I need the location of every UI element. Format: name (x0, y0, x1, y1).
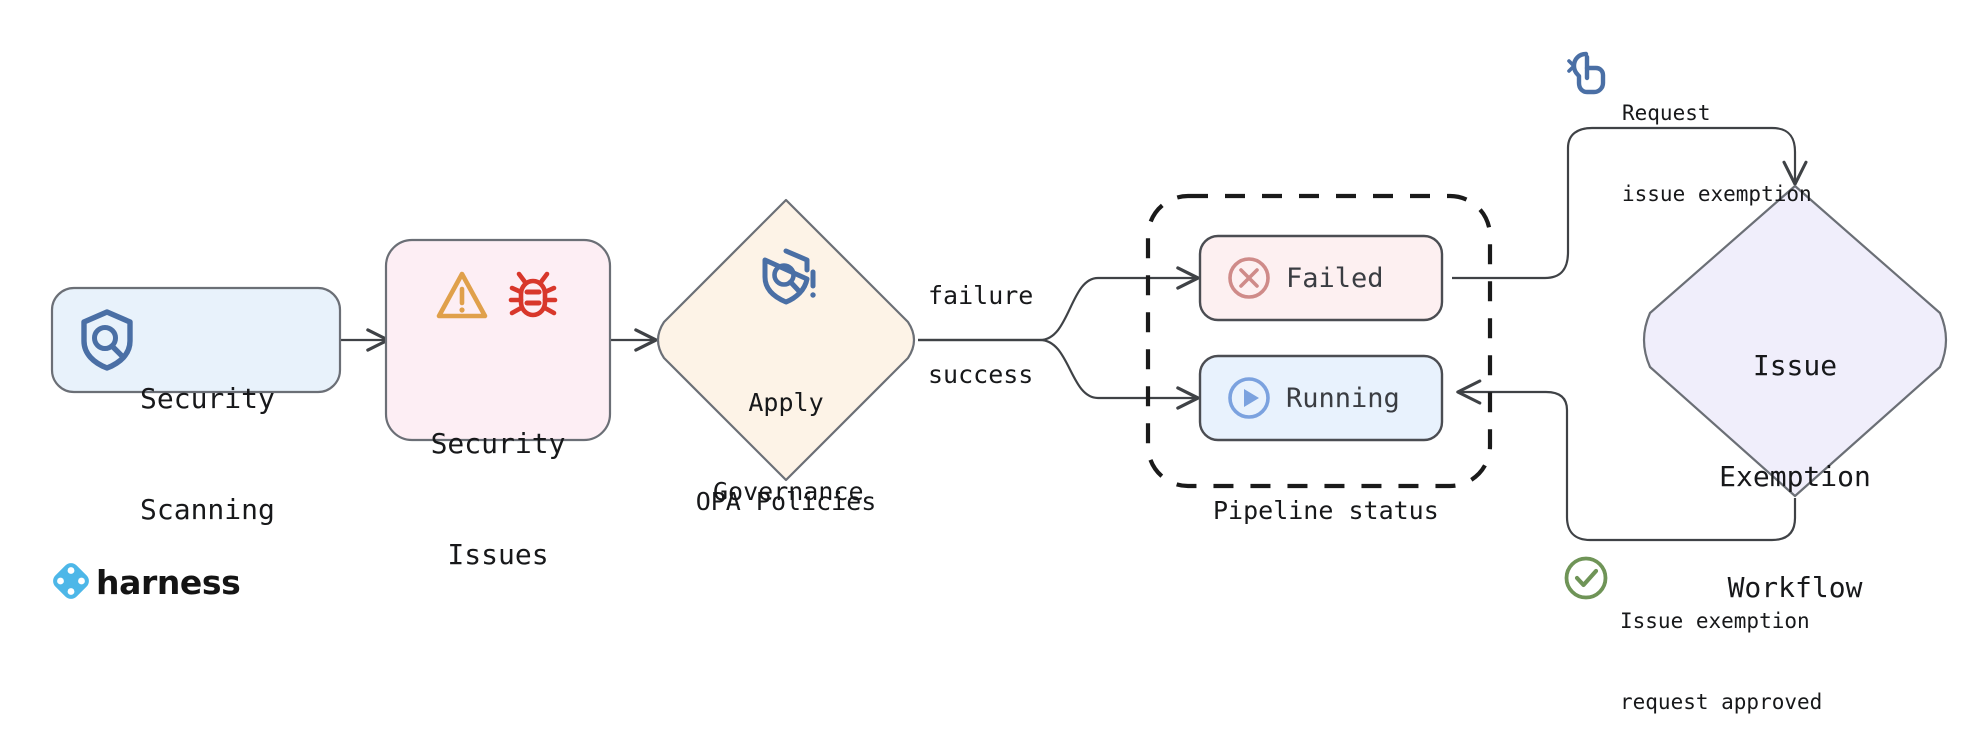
harness-logo-icon (53, 563, 89, 599)
edge-exemption-to-running (1456, 379, 1797, 542)
annotation-issue-exemption-approved-line1: Issue exemption (1620, 608, 1810, 633)
shield-search-icon (81, 309, 133, 371)
annotation-issue-exemption-approved: Issue exemption request approved (1620, 553, 1822, 744)
node-failed[interactable] (1198, 234, 1444, 322)
edge-opa-to-running (918, 338, 1200, 410)
bug-icon (508, 271, 558, 318)
node-running[interactable] (1198, 354, 1444, 442)
node-issue-exemption-workflow[interactable] (1642, 184, 1948, 498)
edges-layer (340, 126, 1808, 542)
node-security-scanning[interactable] (50, 286, 342, 394)
annotation-issue-exemption-approved-line2: request approved (1620, 690, 1823, 715)
edge-failed-to-exemption (1452, 126, 1808, 280)
warning-triangle-icon (436, 271, 488, 319)
node-label-running: Running (1286, 383, 1400, 414)
node-security-issues[interactable] (384, 238, 612, 442)
check-circle-icon (1564, 556, 1608, 600)
diagram-canvas (50, 51, 1948, 600)
annotation-request-issue-exemption-line2: issue exemption (1622, 182, 1812, 207)
caption-pipeline-status: Pipeline status (1213, 496, 1439, 525)
running-play-icon (1228, 377, 1270, 419)
pipeline-status-group-boundary (1145, 193, 1493, 489)
edge-label-success: success (928, 360, 1034, 389)
click-hand-icon (1567, 51, 1606, 95)
failed-circle-x-icon (1228, 257, 1270, 299)
shield-policy-icon (762, 248, 816, 305)
node-label-failed: Failed (1286, 263, 1384, 294)
annotation-request-issue-exemption-line1: Request (1622, 100, 1711, 125)
edge-label-failure: failure (928, 281, 1034, 310)
brand-wordmark: harness (96, 563, 241, 602)
caption-governance: Governance (713, 477, 864, 506)
node-apply-opa-policies[interactable] (656, 198, 916, 482)
annotation-request-issue-exemption: Request issue exemption (1622, 45, 1812, 236)
